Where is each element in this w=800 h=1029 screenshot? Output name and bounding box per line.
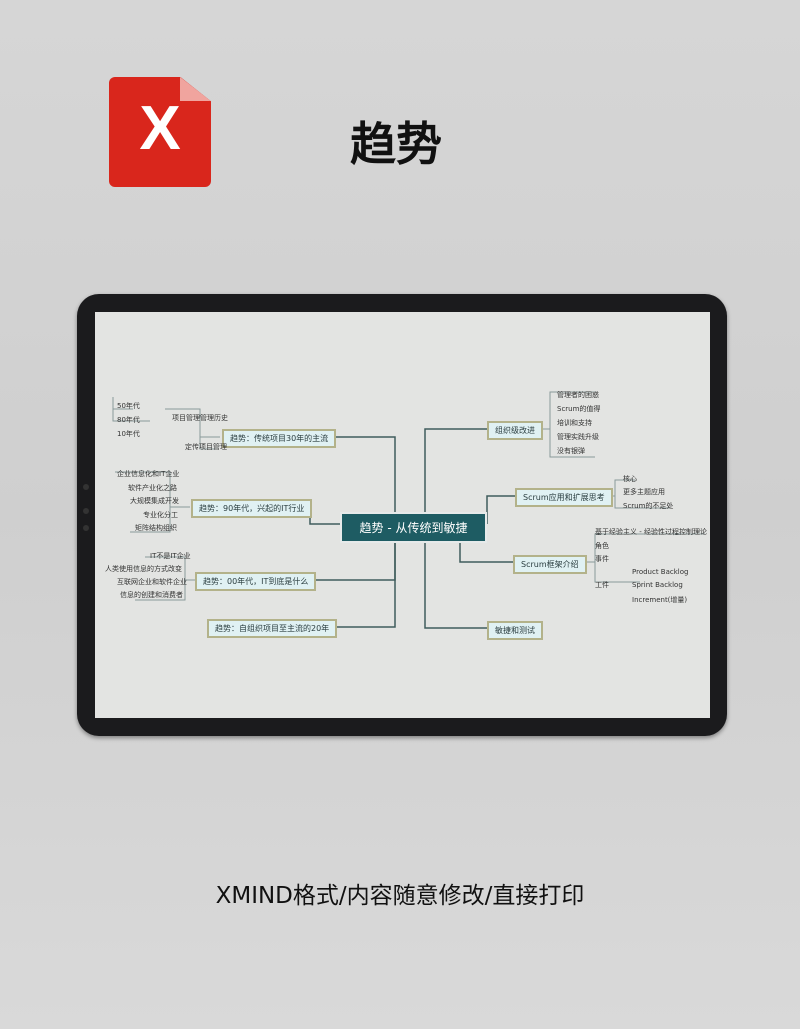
camera-dot xyxy=(83,484,89,490)
topic-00s[interactable]: 趋势：00年代，IT到底是什么 xyxy=(195,572,317,591)
artifact[interactable]: Sprint Backlog xyxy=(632,581,683,589)
artifact[interactable]: Product Backlog xyxy=(632,568,689,576)
topic-scrum-framework[interactable]: Scrum框架介绍 xyxy=(513,555,587,574)
subtopic[interactable]: 人类使用信息的方式改变 xyxy=(105,565,182,573)
subtopic[interactable]: 50年代 xyxy=(117,402,140,410)
central-topic[interactable]: 趋势 - 从传统到敏捷 xyxy=(340,512,487,543)
mindmap-canvas: 趋势 - 从传统到敏捷 趋势：传统项目30年的主流 项目管理管理历史 定传项目管… xyxy=(95,312,710,718)
topic-traditional[interactable]: 趋势：传统项目30年的主流 xyxy=(222,429,337,448)
subtopic[interactable]: 信息的创建和消费者 xyxy=(120,591,183,599)
subtopic[interactable]: Scrum的不足处 xyxy=(623,502,674,510)
camera-dot xyxy=(83,525,89,531)
subtopic[interactable]: 80年代 xyxy=(117,416,140,424)
topic-scrum-apply[interactable]: Scrum应用和扩展思考 xyxy=(515,488,613,507)
camera-dot xyxy=(83,508,89,514)
subtopic[interactable]: 企业信息化和IT企业 xyxy=(117,470,180,478)
subtopic[interactable]: 角色 xyxy=(595,542,609,550)
subtopic[interactable]: Scrum的值得 xyxy=(557,405,601,413)
subtopic[interactable]: 核心 xyxy=(623,475,637,483)
caption: XMIND格式/内容随意修改/直接打印 xyxy=(215,883,585,909)
topic-90s[interactable]: 趋势：90年代，兴起的IT行业 xyxy=(191,499,313,518)
xmind-file-icon: X xyxy=(109,77,211,187)
subtopic[interactable]: 专业化分工 xyxy=(143,511,178,519)
page-title: 趋势 xyxy=(350,117,442,171)
subtopic[interactable]: 10年代 xyxy=(117,430,140,438)
subtopic[interactable]: 矩阵结构组织 xyxy=(135,524,177,532)
subtopic[interactable]: 培训和支持 xyxy=(557,419,592,427)
subtopic[interactable]: IT不是IT企业 xyxy=(150,552,191,560)
topic-self-org[interactable]: 趋势：自组织项目至主流的20年 xyxy=(207,619,338,638)
subtopic[interactable]: 互联网企业和软件企业 xyxy=(117,578,187,586)
subtopic[interactable]: 管理者的困惑 xyxy=(557,391,599,399)
artifact[interactable]: Increment(增量) xyxy=(632,596,688,604)
topic-org-improve[interactable]: 组织级改进 xyxy=(487,421,543,440)
subtopic[interactable]: 事件 xyxy=(595,555,609,563)
subtopic[interactable]: 管理实践升级 xyxy=(557,433,599,441)
connector-lines xyxy=(112,391,705,629)
subtopic[interactable]: 工件 xyxy=(595,581,609,589)
subtopic[interactable]: 项目管理管理历史 xyxy=(172,414,228,422)
subtopic[interactable]: 基于经验主义 - 经验性过程控制理论 xyxy=(595,528,707,536)
subtopic[interactable]: 软件产业化之路 xyxy=(128,484,177,492)
subtopic[interactable]: 没有银弹 xyxy=(557,447,585,455)
subtopic[interactable]: 大规模集成开发 xyxy=(130,497,179,505)
subtopic[interactable]: 定传项目管理 xyxy=(185,443,227,451)
subtopic[interactable]: 更多主题应用 xyxy=(623,488,665,496)
topic-agile-testing[interactable]: 敏捷和测试 xyxy=(487,621,543,640)
